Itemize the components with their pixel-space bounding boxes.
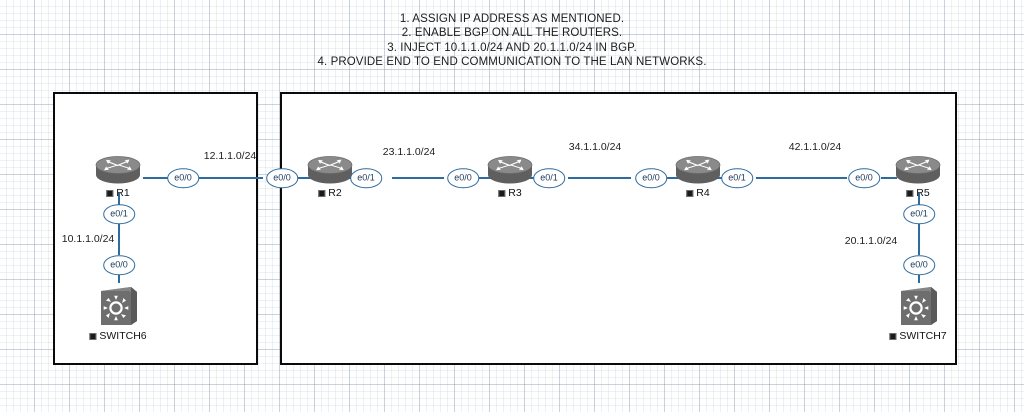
interface-label-switch7-e0-0[interactable]: e0/0 (903, 255, 935, 275)
interface-label-r5-e0-1[interactable]: e0/1 (903, 204, 935, 224)
device-label-r4: R4 (686, 187, 710, 199)
device-label-switch6: SWITCH6 (89, 330, 147, 342)
link-iface-to-r5 (881, 177, 897, 179)
network-label-42-1-1-0: 42.1.1.0/24 (788, 141, 842, 153)
link-r2-r3-span (392, 177, 444, 179)
router-icon (487, 155, 533, 185)
router-icon (95, 155, 141, 185)
device-bullet-icon (89, 332, 97, 340)
link-r1-to-iface (143, 177, 173, 179)
interface-label-r3-e0-0[interactable]: e0/0 (447, 168, 479, 188)
right-site-panel (280, 92, 957, 365)
interface-label-r5-e0-0[interactable]: e0/0 (848, 168, 880, 188)
link-r1-down-to-iface (118, 193, 120, 205)
device-name-text: SWITCH7 (899, 330, 947, 342)
network-label-10-1-1-0: 10.1.1.0/24 (61, 233, 115, 245)
instruction-line-4: 4. PROVIDE END TO END COMMUNICATION TO T… (317, 55, 707, 68)
device-bullet-icon (686, 189, 694, 197)
device-name-text: R2 (328, 187, 342, 199)
link-r4-r5-span (756, 177, 847, 179)
interface-label-r3-e0-1[interactable]: e0/1 (533, 168, 565, 188)
device-bullet-icon (318, 189, 326, 197)
link-iface-to-r2 (292, 177, 312, 179)
device-bullet-icon (498, 189, 506, 197)
device-label-r5: R5 (906, 187, 930, 199)
link-r5-sw7-span (918, 224, 920, 255)
device-name-text: R3 (508, 187, 522, 199)
switch-icon (97, 283, 139, 327)
network-label-20-1-1-0: 20.1.1.0/24 (844, 235, 898, 247)
device-bullet-icon (889, 332, 897, 340)
interface-label-r4-e0-0[interactable]: e0/0 (635, 168, 667, 188)
network-label-34-1-1-0: 34.1.1.0/24 (568, 141, 622, 153)
interface-label-r2-e0-1[interactable]: e0/1 (350, 168, 382, 188)
device-name-text: SWITCH6 (99, 330, 147, 342)
interface-label-switch6-e0-0[interactable]: e0/0 (103, 255, 135, 275)
instruction-line-2: 2. ENABLE BGP ON ALL THE ROUTERS. (401, 27, 623, 40)
link-r1-sw6-span (118, 224, 120, 255)
device-label-r1: R1 (106, 187, 130, 199)
network-label-12-1-1-0: 12.1.1.0/24 (203, 150, 257, 162)
instruction-line-3: 3. INJECT 10.1.1.0/24 AND 20.1.1.0/24 IN… (387, 41, 637, 54)
router-icon (675, 155, 721, 185)
instruction-line-1: 1. ASSIGN IP ADDRESS AS MENTIONED. (399, 13, 625, 25)
device-bullet-icon (906, 189, 914, 197)
switch-icon (897, 283, 939, 327)
device-label-r3: R3 (498, 187, 522, 199)
left-site-panel (53, 92, 258, 365)
interface-label-r4-e0-1[interactable]: e0/1 (721, 168, 753, 188)
device-name-text: R1 (116, 187, 130, 199)
link-r3-r4-span (568, 177, 631, 179)
device-bullet-icon (106, 189, 114, 197)
device-name-text: R5 (916, 187, 930, 199)
link-iface-to-r3 (474, 177, 492, 179)
link-iface-to-r4 (662, 177, 680, 179)
link-iface-to-sw7 (918, 275, 920, 283)
device-label-switch7: SWITCH7 (889, 330, 947, 342)
network-label-23-1-1-0: 23.1.1.0/24 (382, 146, 436, 158)
interface-label-r1-e0-0[interactable]: e0/0 (167, 168, 199, 188)
link-iface-to-sw6 (118, 275, 120, 283)
link-r1-r2-span (193, 177, 263, 179)
instruction-block: 1. ASSIGN IP ADDRESS AS MENTIONED. 2. EN… (0, 12, 1024, 69)
device-name-text: R4 (696, 187, 710, 199)
interface-label-r1-e0-1[interactable]: e0/1 (103, 204, 135, 224)
link-r5-down-to-iface (918, 193, 920, 205)
router-icon (895, 155, 941, 185)
router-icon (307, 155, 353, 185)
device-label-r2: R2 (318, 187, 342, 199)
interface-label-r2-e0-0[interactable]: e0/0 (266, 168, 298, 188)
